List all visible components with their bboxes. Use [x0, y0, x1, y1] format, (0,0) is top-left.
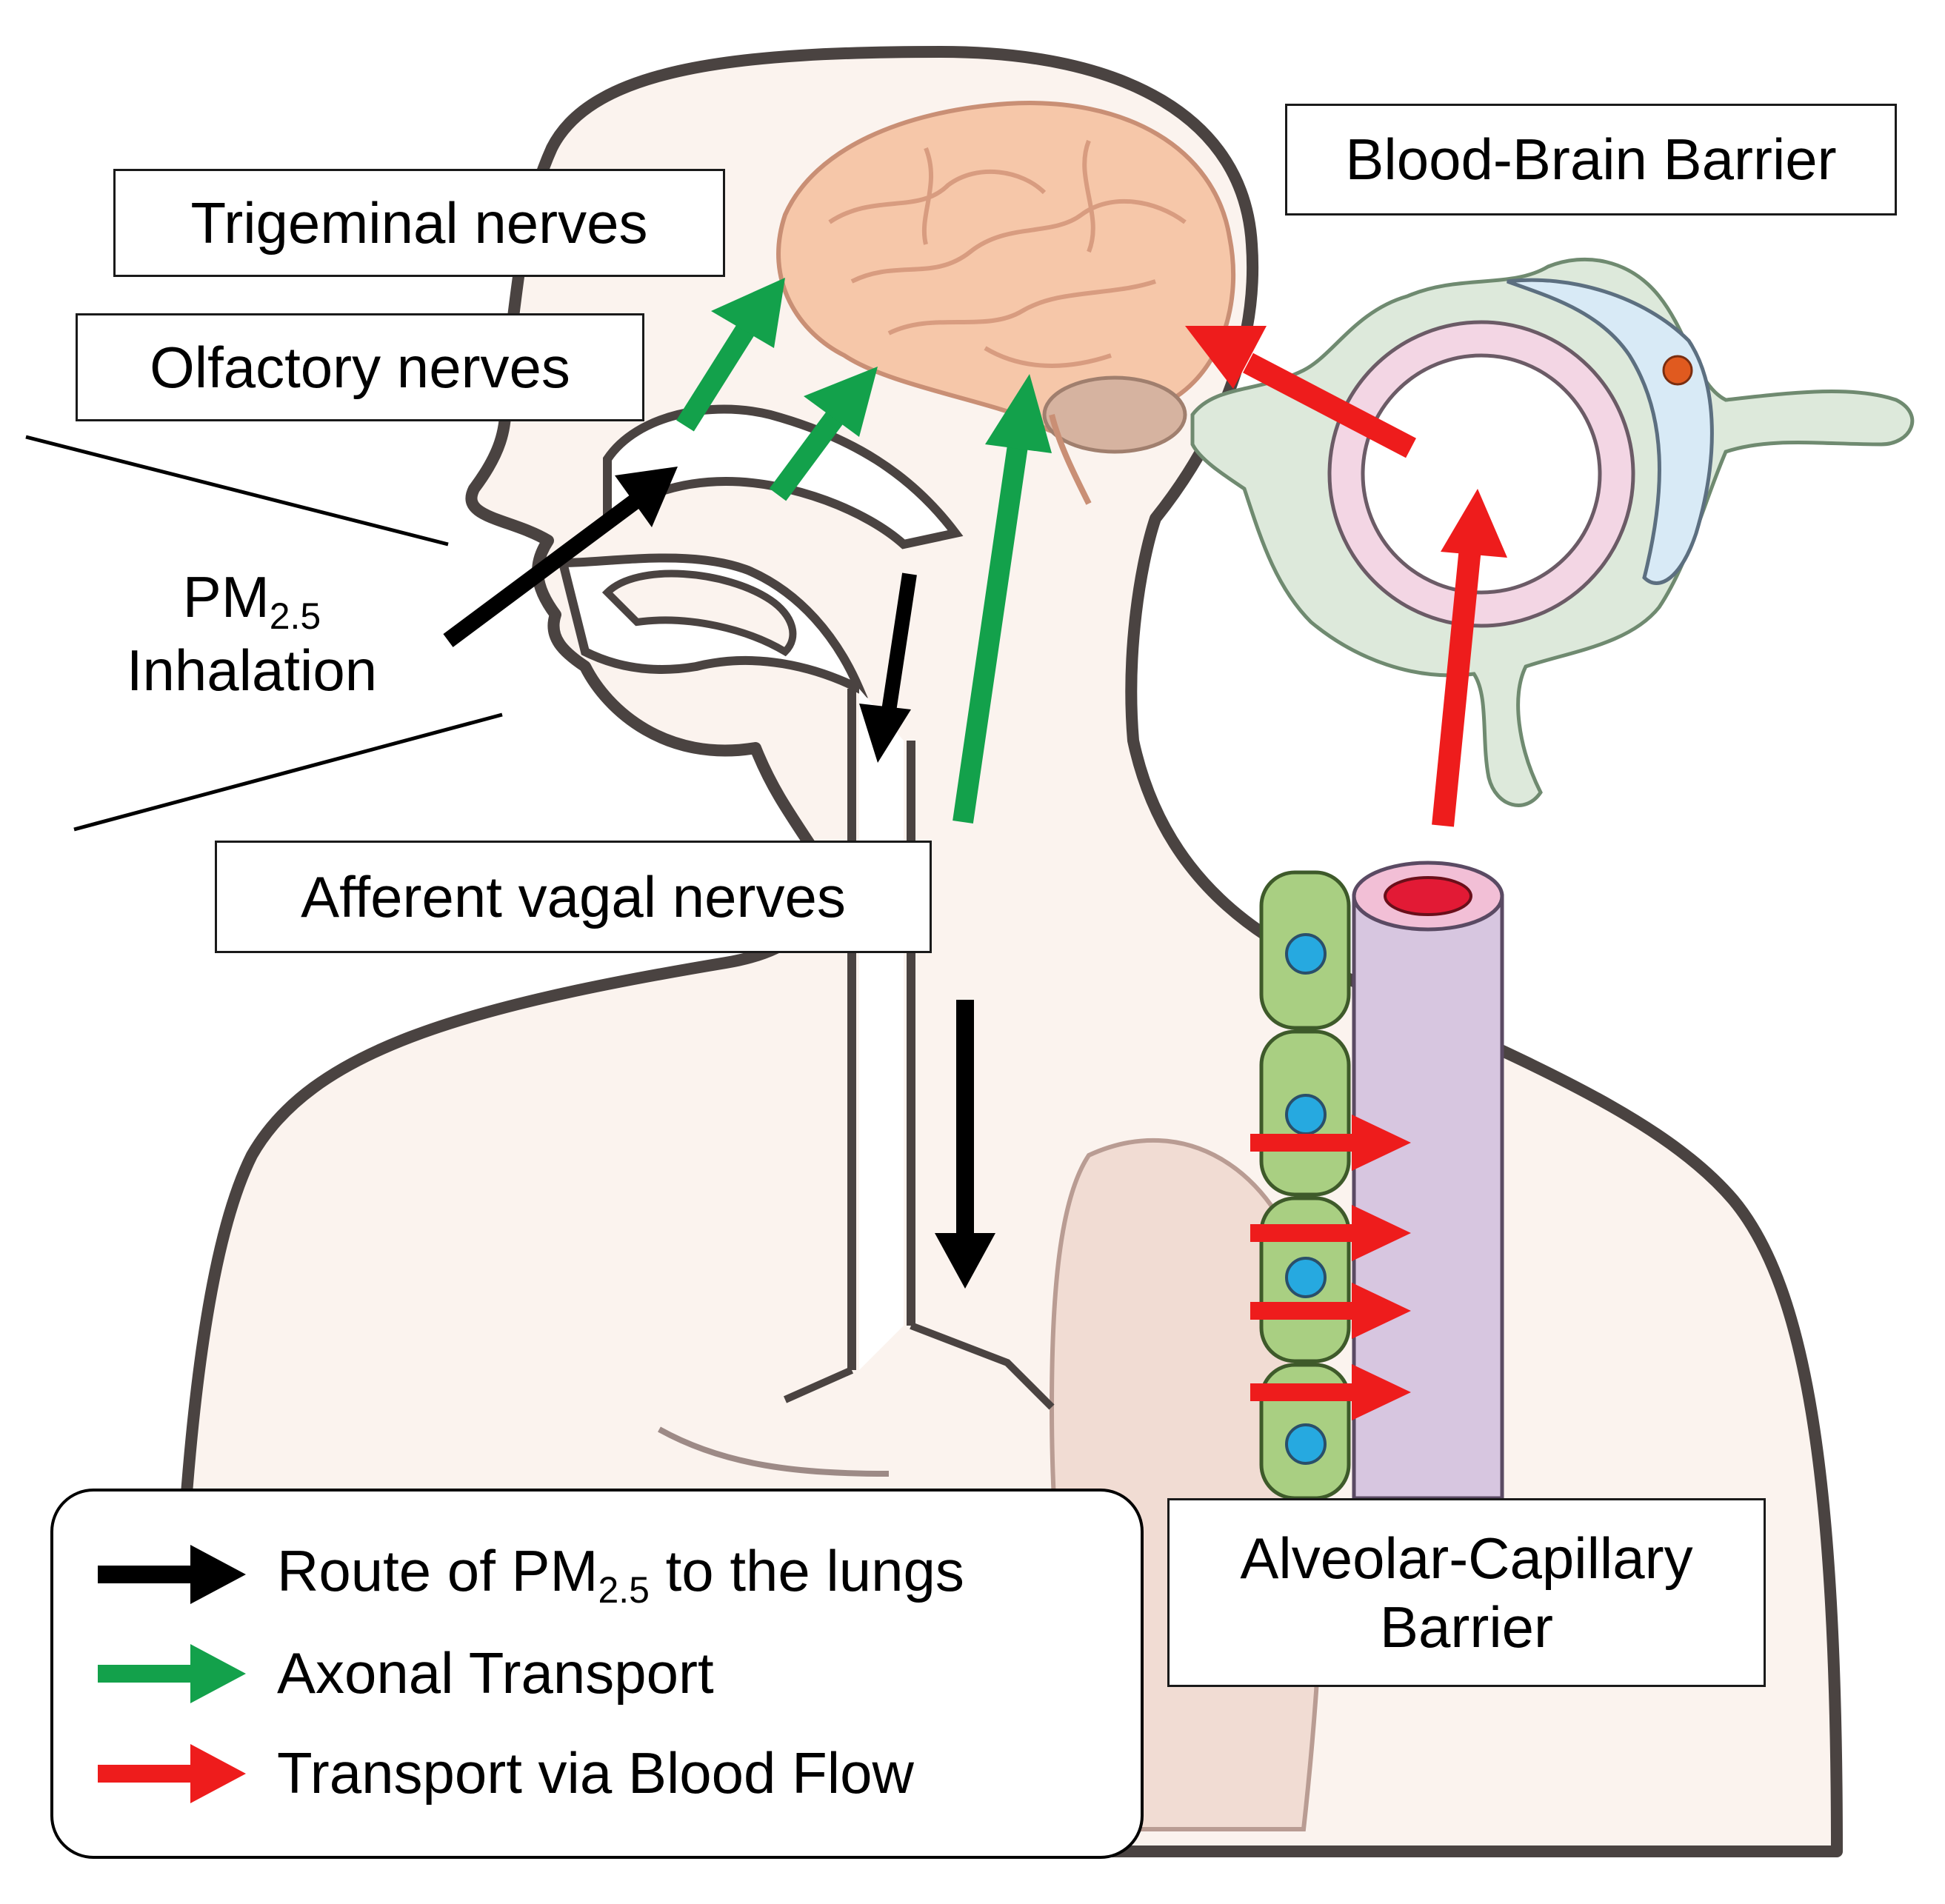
- label-alveolar-capillary-barrier: Alveolar-Capillary Barrier: [1167, 1498, 1766, 1687]
- label-olfactory-text: Olfactory nerves: [150, 334, 570, 400]
- label-inhalation: Inhalation: [126, 638, 378, 704]
- red-arrows: [1185, 326, 1507, 1420]
- label-pm25: PM2.5: [85, 564, 418, 638]
- black-arrow-pharynx: [881, 572, 917, 712]
- legend-item-route: Route of PM2.5 to the lungs: [98, 1537, 964, 1611]
- label-olfactory-nerves: Olfactory nerves: [76, 313, 644, 421]
- legend-route-sub: 2.5: [598, 1569, 650, 1611]
- legend-red-arrow-icon: [98, 1743, 246, 1803]
- black-arrow-inhale: [443, 493, 642, 647]
- label-acb-line2: Barrier: [1379, 1594, 1554, 1660]
- trachea-lumen: [859, 689, 904, 1370]
- trachea: [847, 689, 915, 1370]
- legend: Route of PM2.5 to the lungs Axonal Trans…: [50, 1489, 1144, 1859]
- black-route-arrows: [443, 467, 995, 1289]
- pointer-line-upper: [25, 435, 449, 547]
- label-pm-inhalation: PM2.5 Inhalation: [85, 564, 418, 704]
- label-blood-brain-barrier: Blood-Brain Barrier: [1285, 104, 1897, 216]
- label-vagal-text: Afferent vagal nerves: [301, 864, 846, 929]
- green-arrow-vagal: [953, 438, 1029, 824]
- legend-axonal-text: Axonal Transport: [277, 1640, 714, 1706]
- pointer-line-lower: [73, 712, 503, 832]
- label-acb-line1: Alveolar-Capillary: [1240, 1526, 1693, 1591]
- legend-route-text: Route of PM2.5 to the lungs: [277, 1537, 964, 1611]
- legend-item-blood: Transport via Blood Flow: [98, 1740, 914, 1807]
- green-arrow-trigeminal: [676, 320, 757, 432]
- legend-route-after: to the lungs: [649, 1538, 964, 1603]
- label-afferent-vagal-nerves: Afferent vagal nerves: [215, 841, 932, 953]
- legend-blood-text: Transport via Blood Flow: [277, 1740, 914, 1806]
- bronchi: [783, 1322, 1055, 1410]
- green-arrow-olfactory: [769, 408, 846, 501]
- pm-subscript: 2.5: [269, 595, 321, 637]
- alveolar-epithelium: [1259, 870, 1351, 1500]
- pm-main: PM: [182, 564, 270, 629]
- tongue: [601, 569, 797, 657]
- legend-item-axonal: Axonal Transport: [98, 1640, 714, 1707]
- left-lung-edge: [658, 1426, 890, 1477]
- red-arrow-to-brain: [1243, 353, 1416, 458]
- label-trigeminal-text: Trigeminal nerves: [190, 190, 648, 255]
- label-bbb-text: Blood-Brain Barrier: [1345, 127, 1837, 193]
- green-arrows: [676, 278, 1052, 824]
- legend-green-arrow-icon: [98, 1643, 246, 1703]
- label-trigeminal-nerves: Trigeminal nerves: [113, 169, 725, 277]
- red-arrow-up: [1432, 547, 1481, 827]
- legend-route-before: Route of PM: [277, 1538, 598, 1603]
- brain: [776, 101, 1236, 505]
- bbb-vessel: [1190, 257, 1915, 807]
- legend-black-arrow-icon: [98, 1544, 246, 1604]
